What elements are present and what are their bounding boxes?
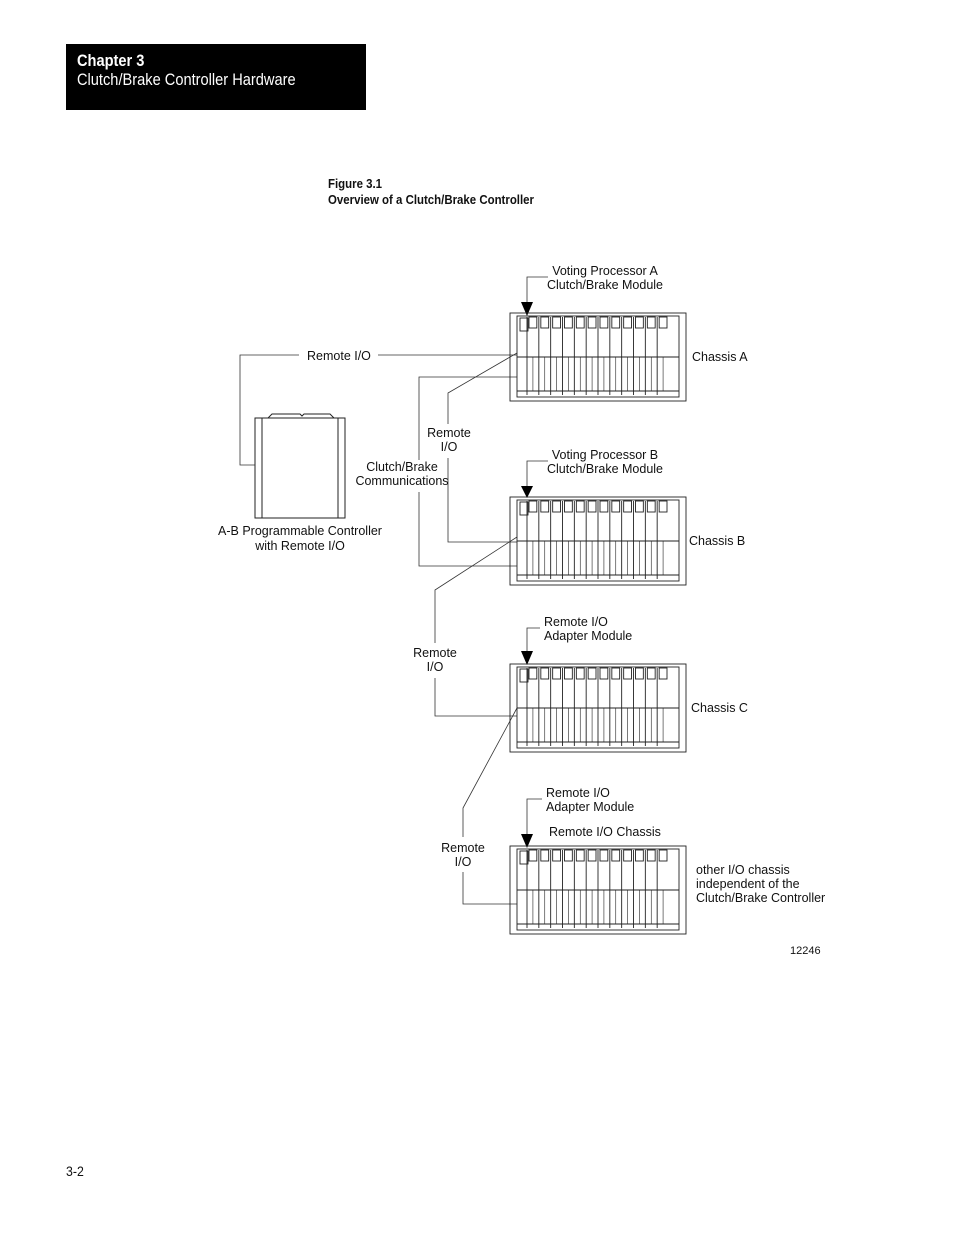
svg-text:I/O: I/O (455, 855, 472, 869)
chassis-d-rack (509, 845, 687, 935)
svg-text:independent of the: independent of the (696, 877, 800, 891)
svg-text:Clutch/Brake: Clutch/Brake (366, 460, 438, 474)
clutch-brake-comm-label: Clutch/Brake Communications (355, 460, 448, 488)
chassis-b-rack (509, 496, 687, 586)
chapter-number: Chapter 3 (77, 51, 145, 70)
plc-unit (254, 413, 346, 519)
chapter-header: Chapter 3 Clutch/Brake Controller Hardwa… (66, 44, 366, 110)
other-chassis-label: other I/O chassis independent of the Clu… (696, 863, 825, 905)
figure-code: 12246 (790, 945, 821, 957)
remote-io-a-b-label: Remote I/O (427, 426, 471, 454)
remote-io-plc-label: Remote I/O (307, 349, 371, 363)
svg-text:I/O: I/O (441, 440, 458, 454)
svg-text:Remote: Remote (441, 841, 485, 855)
svg-text:Adapter Module: Adapter Module (544, 629, 632, 643)
voting-processor-b-label: Voting Processor B Clutch/Brake Module (547, 448, 663, 476)
svg-text:Voting Processor B: Voting Processor B (552, 448, 658, 462)
chassis-c-label: Chassis C (691, 701, 748, 715)
svg-text:Adapter Module: Adapter Module (546, 800, 634, 814)
remote-io-c-d-label: Remote I/O (441, 841, 485, 869)
remote-io-chassis-label: Remote I/O Chassis (549, 825, 661, 839)
svg-text:Voting Processor A: Voting Processor A (552, 264, 658, 278)
chassis-a-label: Chassis A (692, 350, 748, 364)
svg-text:Remote I/O: Remote I/O (544, 615, 608, 629)
chassis-b-label: Chassis B (689, 534, 745, 548)
svg-text:Remote: Remote (427, 426, 471, 440)
figure-number: Figure 3.1 (328, 176, 383, 191)
svg-text:with Remote I/O: with Remote I/O (254, 539, 345, 553)
svg-text:A-B Programmable Controller: A-B Programmable Controller (218, 524, 382, 538)
wiring (239, 276, 548, 905)
adapter-module-c-label: Remote I/O Adapter Module (544, 615, 632, 643)
figure-title: Overview of a Clutch/Brake Controller (328, 192, 534, 207)
svg-text:Clutch/Brake Controller: Clutch/Brake Controller (696, 891, 825, 905)
chassis-c-rack (509, 663, 687, 753)
figure-caption: Figure 3.1 Overview of a Clutch/Brake Co… (328, 176, 534, 208)
chassis-a-rack (509, 312, 687, 402)
svg-text:I/O: I/O (427, 660, 444, 674)
arrowheads (521, 302, 533, 848)
svg-text:Clutch/Brake Module: Clutch/Brake Module (547, 278, 663, 292)
svg-text:Clutch/Brake Module: Clutch/Brake Module (547, 462, 663, 476)
chassis-racks (509, 312, 687, 935)
chapter-title: Clutch/Brake Controller Hardware (77, 70, 296, 89)
adapter-module-d-label: Remote I/O Adapter Module (546, 786, 634, 814)
svg-text:Remote I/O: Remote I/O (546, 786, 610, 800)
svg-text:other I/O chassis: other I/O chassis (696, 863, 790, 877)
svg-text:Communications: Communications (355, 474, 448, 488)
page-number: 3-2 (66, 1163, 84, 1179)
svg-text:Remote: Remote (413, 646, 457, 660)
plc-label: A-B Programmable Controller with Remote … (218, 524, 382, 553)
remote-io-b-c-label: Remote I/O (413, 646, 457, 674)
voting-processor-a-label: Voting Processor A Clutch/Brake Module (547, 264, 663, 292)
